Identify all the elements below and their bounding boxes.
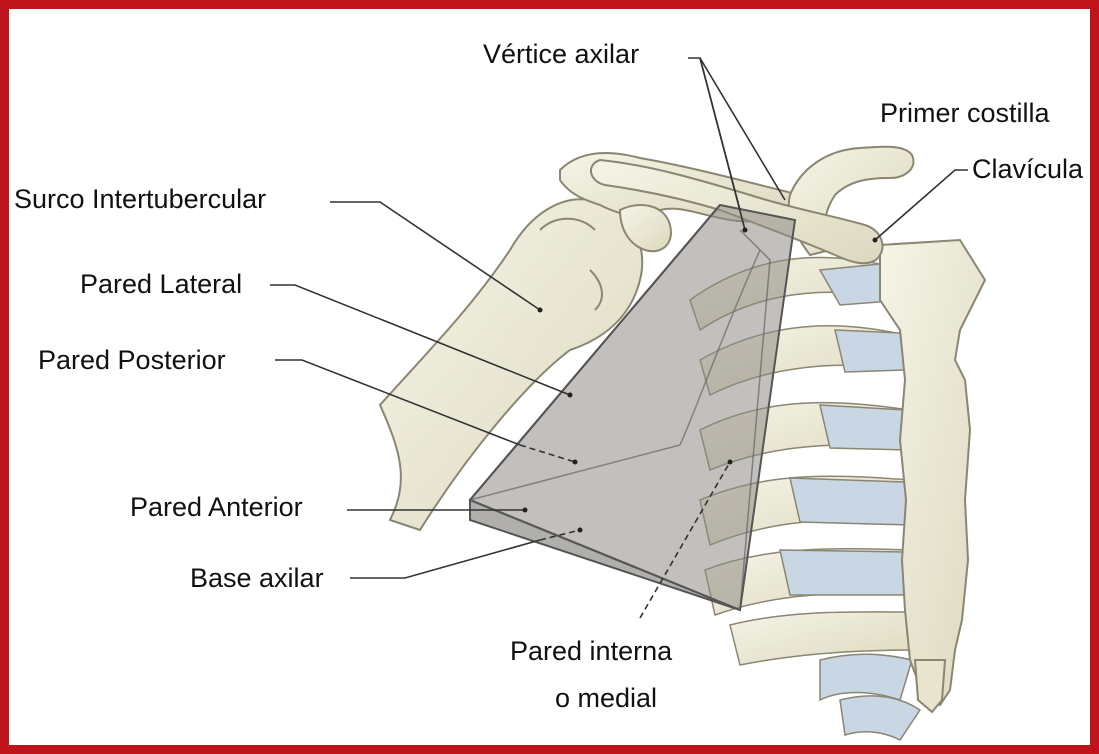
label-pared-anterior: Pared Anterior <box>130 492 303 522</box>
label-vertice-axilar: Vértice axilar <box>483 39 639 69</box>
label-base-axilar: Base axilar <box>190 563 324 593</box>
label-pared-interna-line1: Pared interna <box>510 636 673 666</box>
label-surco-intertubercular: Surco Intertubercular <box>14 184 266 214</box>
label-clavicula: Clavícula <box>972 154 1084 184</box>
label-pared-interna-line2: o medial <box>555 683 657 713</box>
label-primer-costilla: Primer costilla <box>880 98 1051 128</box>
label-pared-lateral: Pared Lateral <box>80 269 242 299</box>
label-pared-posterior: Pared Posterior <box>38 345 226 375</box>
